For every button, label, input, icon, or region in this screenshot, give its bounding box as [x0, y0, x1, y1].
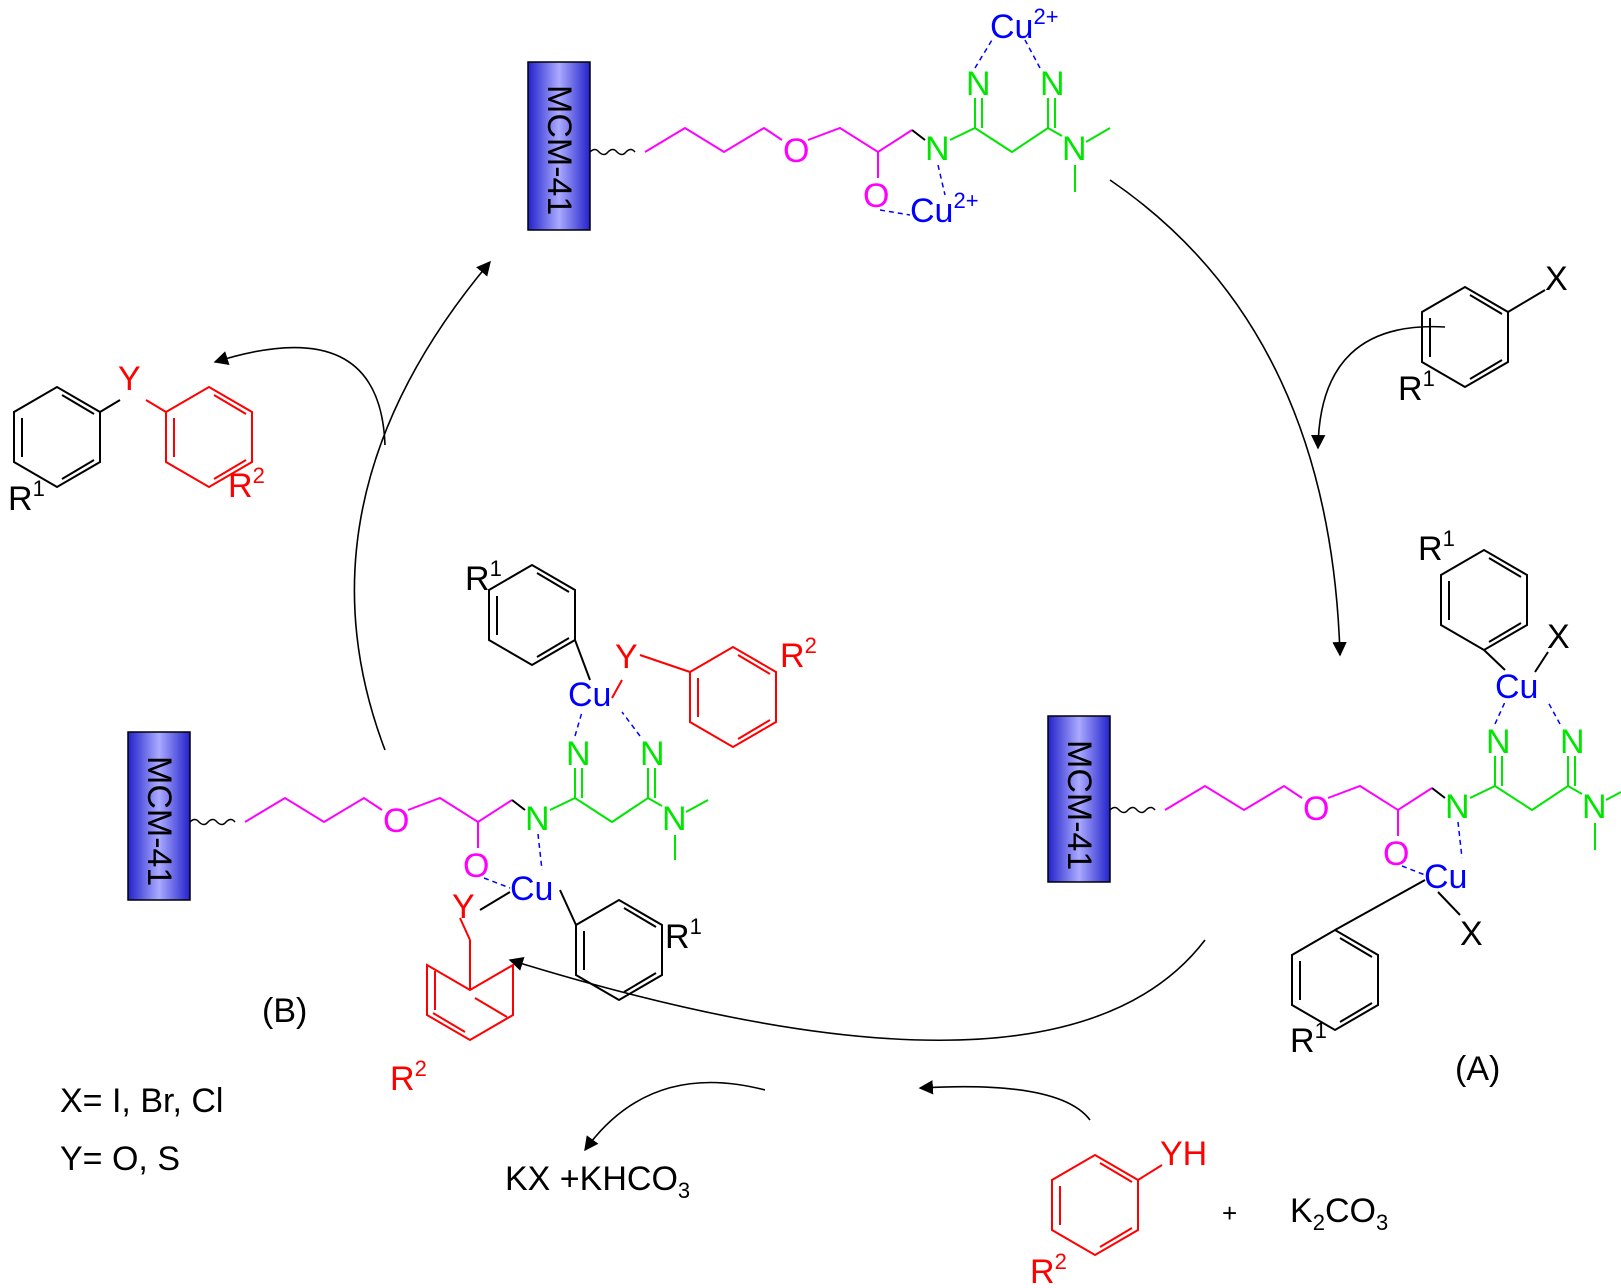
complex-a-label: (A) — [1455, 1050, 1500, 1088]
base-k2co3: K2CO3 — [1290, 1192, 1388, 1235]
substituent-r2-upper: R2 — [780, 633, 817, 675]
substituent-r1-lower: R1 — [1290, 1018, 1327, 1060]
copper-ion-bottom: Cu2+ — [910, 188, 979, 230]
product-r2: R2 — [228, 463, 265, 505]
mcm41-support — [127, 731, 191, 901]
aryl-ring-lower — [575, 898, 663, 1002]
phenol-yh: YH — [1160, 1135, 1207, 1173]
arrow-B-to-top — [353, 260, 491, 751]
mcm41-label: MCM-41 — [540, 85, 578, 215]
copper-lower: Cu — [510, 870, 553, 908]
copper-ion-top: Cu2+ — [990, 4, 1059, 46]
ether-oxygen: O — [783, 132, 809, 170]
imine-nitrogen-2: N — [640, 735, 665, 773]
complex-b: MCM-41 O O N N N N Cu Cu — [127, 556, 817, 1098]
aryl-halide-reactant — [1421, 285, 1546, 389]
halide-x-upper: X — [1547, 618, 1570, 656]
arrow-phenol-in — [918, 1080, 1091, 1121]
product-diaryl: Y R1 R2 — [8, 360, 265, 518]
benzene-ring-r2 — [165, 385, 253, 489]
biguanide-ligand — [949, 126, 1063, 154]
byproduct-text: KX +KHCO3 — [505, 1160, 690, 1203]
arrow-product-out — [213, 346, 386, 446]
mcm41-support — [527, 61, 591, 231]
amine-nitrogen: N — [925, 130, 950, 168]
wavy-bond — [589, 148, 636, 156]
catalyst-top: MCM-41 O O N N N N Cu2+ Cu2+ — [527, 4, 1111, 231]
benzene-ring — [1051, 1153, 1139, 1257]
substituent-r1-upper: R1 — [1418, 526, 1455, 568]
ether-oxygen: O — [1303, 790, 1329, 828]
arrow-top-to-A — [1109, 179, 1347, 657]
halide-x-lower: X — [1460, 915, 1483, 953]
substituent-r1-lower: R1 — [665, 914, 702, 956]
x-definition: X= I, Br, Cl — [60, 1082, 223, 1120]
mcm41-label: MCM-41 — [1060, 740, 1098, 870]
product-y-atom: Y — [118, 360, 141, 398]
imine-nitrogen-1: N — [1486, 723, 1511, 761]
substituent-r1: R1 — [1398, 366, 1435, 408]
glycidyl-chain — [807, 126, 913, 154]
imine-nitrogen-2: N — [1560, 723, 1585, 761]
complex-a: MCM-41 O O N N N N Cu Cu — [1047, 526, 1621, 1060]
aryl-ring-upper — [488, 563, 576, 667]
substituent-r2-lower: R2 — [390, 1056, 427, 1098]
propyl-linker — [244, 796, 383, 824]
plus-sign: + — [1222, 1198, 1237, 1228]
ether-oxygen: O — [383, 802, 409, 840]
imine-nitrogen-1: N — [966, 65, 991, 103]
arrow-byproduct-out — [584, 1081, 766, 1152]
arrow-aryl-halide-in — [1311, 325, 1446, 450]
imine-nitrogen-1: N — [566, 735, 591, 773]
substituent-r1-upper: R1 — [465, 556, 502, 598]
amine-nitrogen: N — [525, 800, 550, 838]
mcm41-label: MCM-41 — [140, 756, 178, 886]
aryl-ring-upper — [1440, 548, 1528, 652]
aryl-ring-upper-red — [689, 645, 777, 749]
copper-upper: Cu — [568, 676, 611, 714]
copper-upper: Cu — [1495, 668, 1538, 706]
product-r1: R1 — [8, 476, 45, 518]
benzene-ring — [1421, 285, 1509, 389]
amine-nitrogen: N — [1445, 788, 1470, 826]
aryl-ring-lower — [1291, 928, 1379, 1032]
aryl-ring-lower-red — [426, 963, 514, 1042]
arrow-A-to-B — [508, 939, 1206, 1042]
propyl-linker — [1164, 784, 1303, 812]
dimethylamino-nitrogen: N — [1582, 788, 1607, 826]
benzene-ring-r1 — [13, 385, 101, 489]
dimethylamino-nitrogen: N — [662, 800, 687, 838]
thiolate-y-lower: Y — [452, 888, 475, 926]
phenol-reactant — [1051, 1153, 1163, 1257]
imine-nitrogen-2: N — [1040, 65, 1065, 103]
complex-b-label: (B) — [262, 992, 307, 1030]
mcm41-support — [1047, 715, 1111, 883]
copper-lower: Cu — [1424, 858, 1467, 896]
y-definition: Y= O, S — [60, 1140, 180, 1178]
halide-x: X — [1545, 260, 1568, 298]
hydroxyl-oxygen: O — [863, 177, 889, 215]
cycle-arrows — [213, 179, 1446, 1152]
dimethylamino-nitrogen: N — [1062, 130, 1087, 168]
phenol-r2: R2 — [1030, 1249, 1067, 1288]
propyl-linker — [644, 126, 783, 154]
thiolate-y-upper: Y — [615, 638, 638, 676]
